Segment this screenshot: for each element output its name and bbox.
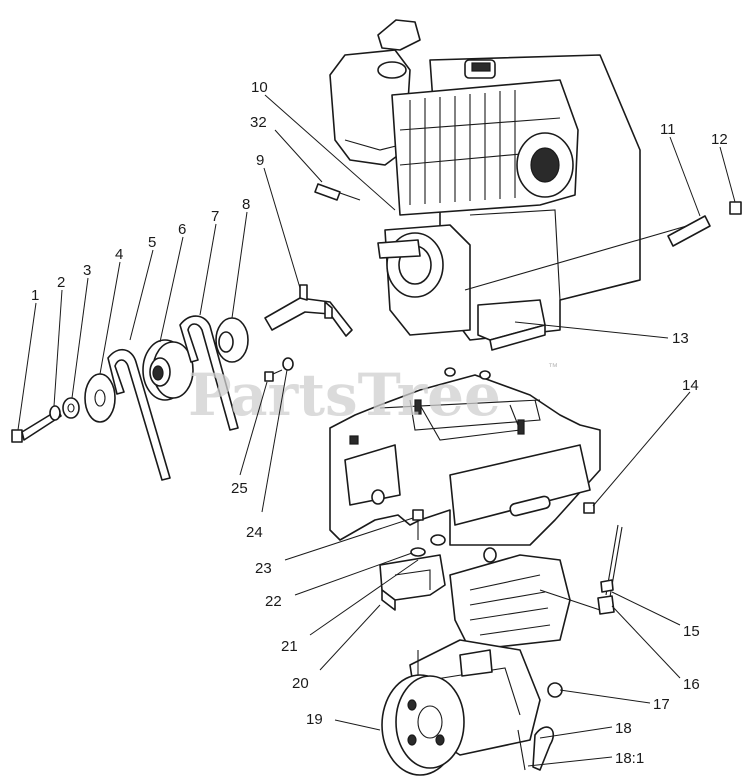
fuel-cap — [377, 19, 421, 51]
watermark-text: PartsTree — [188, 361, 501, 429]
callout-12: 12 — [711, 131, 728, 148]
auger-belt — [179, 315, 239, 431]
callout-24: 24 — [246, 524, 263, 541]
shaft-assembly — [464, 201, 742, 291]
callout-5: 5 — [148, 234, 156, 251]
callout-20: 20 — [292, 675, 309, 692]
callout-10: 10 — [251, 79, 268, 96]
hex-nut — [547, 682, 563, 698]
callout-2: 2 — [57, 274, 65, 291]
watermark-trademark: ™ — [548, 362, 558, 373]
callout-22: 22 — [265, 593, 282, 610]
screw — [264, 369, 283, 382]
crankshaft — [377, 239, 421, 259]
callout-6: 6 — [178, 221, 186, 238]
callout-13: 13 — [672, 330, 689, 347]
flat-washer — [62, 397, 80, 419]
callout-labels: 1 2 3 4 5 6 7 8 9 10 11 12 13 14 15 16 1… — [31, 79, 728, 767]
pin — [314, 183, 361, 201]
callout-18-1: 18:1 — [615, 750, 644, 767]
frame-screw — [583, 502, 595, 514]
callout-11: 11 — [660, 121, 676, 138]
spacer-pulley — [84, 373, 116, 423]
callout-4: 4 — [115, 246, 123, 263]
end-cap — [729, 201, 742, 215]
callout-15: 15 — [683, 623, 700, 640]
callout-1: 1 — [31, 287, 39, 304]
callout-25: 25 — [231, 480, 248, 497]
belt-guide — [264, 297, 353, 337]
nut — [282, 357, 294, 371]
callout-8: 8 — [242, 196, 250, 213]
callout-18: 18 — [615, 720, 632, 737]
engine-assembly — [329, 19, 641, 351]
callout-3: 3 — [83, 262, 91, 279]
callout-19: 19 — [306, 711, 323, 728]
support-bracket — [379, 554, 446, 601]
spring-bracket — [517, 726, 555, 771]
callout-17: 17 — [653, 696, 670, 713]
leader-lines — [17, 94, 736, 767]
pulley-half — [215, 317, 249, 363]
spacer-tube — [667, 215, 711, 247]
drive-pulley — [381, 674, 465, 776]
engine-pulley — [142, 339, 194, 401]
callout-9: 9 — [256, 152, 264, 169]
callout-14: 14 — [682, 377, 699, 394]
frame-assembly — [329, 367, 601, 611]
callout-23: 23 — [255, 560, 272, 577]
callout-32: 32 — [250, 114, 267, 131]
frame-washer — [410, 547, 426, 557]
frame-bolt — [412, 509, 424, 540]
callout-21: 21 — [281, 638, 298, 655]
callout-16: 16 — [683, 676, 700, 693]
lock-washer — [49, 405, 61, 421]
callout-7: 7 — [211, 208, 219, 225]
drive-belt — [107, 349, 171, 481]
control-cable — [597, 524, 623, 615]
pulley-stack — [11, 183, 361, 481]
